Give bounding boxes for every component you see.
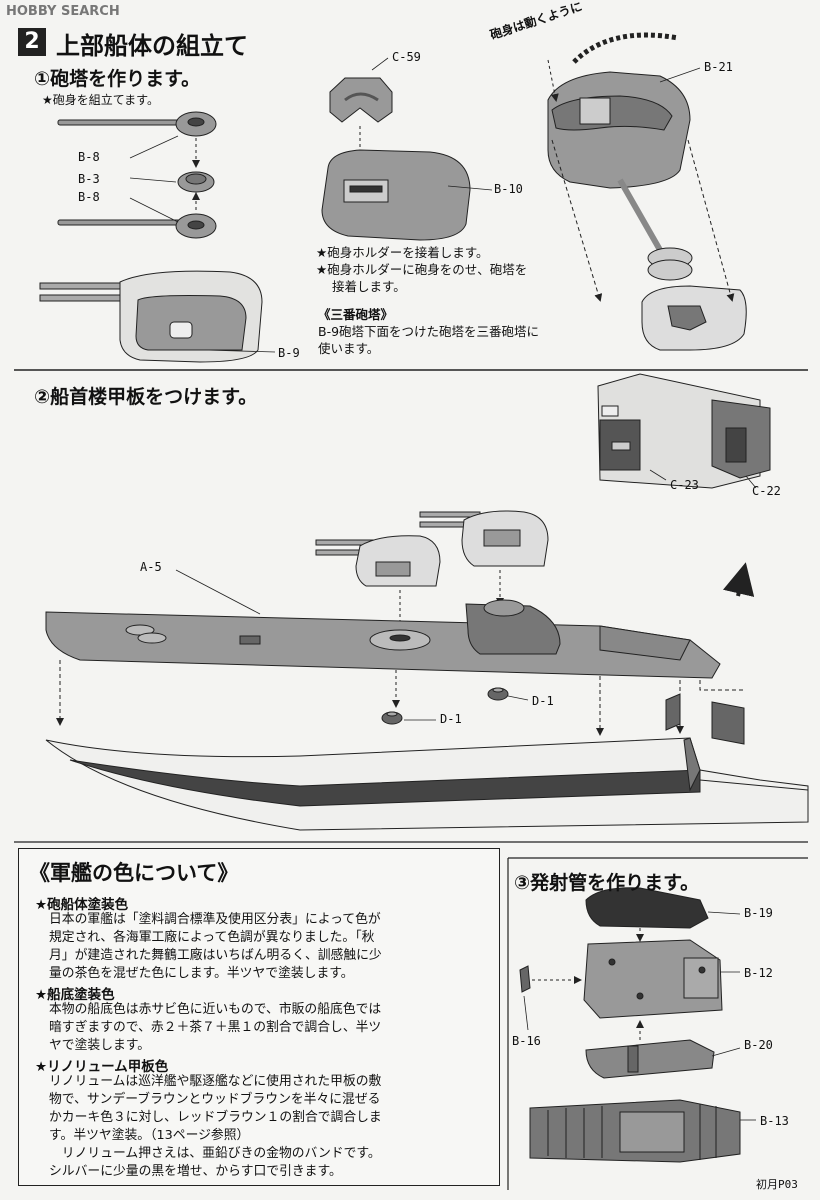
label-c23: C-23: [670, 478, 699, 492]
holder-note-2: ★砲身ホルダーに砲身をのせ、砲塔を: [316, 262, 528, 277]
label-b13: B-13: [760, 1114, 789, 1128]
linoleum-color-text: リノリュームは巡洋艦や駆逐艦などに使用された甲板の敷 物で、サンデーブラウンとウ…: [49, 1074, 382, 1179]
turret3-title: 《三番砲塔》: [318, 307, 394, 322]
label-b10: B-10: [494, 182, 523, 196]
part-d1-left: [381, 711, 403, 725]
watermark-text: HOBBY SEARCH: [6, 4, 120, 19]
bottom-color-text: 本物の船底色は赤サビ色に近いもので、市販の船底色では 暗すぎますので、赤２＋茶７…: [49, 1002, 382, 1053]
step2-title: ②船首楼甲板をつけます。: [34, 386, 258, 408]
label-b20: B-20: [744, 1038, 773, 1052]
step1-note-barrel: ★砲身を組立てます。: [42, 93, 159, 107]
label-c22: C-22: [752, 484, 781, 498]
deck-turret-1: [315, 535, 441, 587]
label-b3: B-3: [78, 172, 100, 186]
section-number: 2: [18, 28, 46, 56]
bottom-color-heading: ★船底塗装色: [35, 987, 115, 1003]
part-b19: [585, 887, 709, 929]
part-c22: [711, 399, 771, 479]
part-b13: [529, 1099, 741, 1163]
label-b19: B-19: [744, 906, 773, 920]
linoleum-color-heading: ★リノリューム甲板色: [35, 1059, 169, 1075]
paint-colors-box: 《軍艦の色について》 ★砲船体塗装色 日本の軍艦は「塗料調合標準及使用区分表」に…: [18, 848, 500, 1186]
part-d1-right: [487, 687, 509, 701]
turret-b21-assembly: [547, 71, 747, 351]
label-b9: B-9: [278, 346, 300, 360]
label-b8-top: B-8: [78, 150, 100, 164]
turret-b9: [39, 270, 263, 363]
section-title: 上部船体の組立て: [56, 32, 248, 60]
label-a5: A-5: [140, 560, 162, 574]
label-b12: B-12: [744, 966, 773, 980]
holder-c59: [329, 77, 393, 123]
label-d1-left: D-1: [440, 712, 462, 726]
hull: [45, 737, 809, 831]
part-b12: [583, 939, 723, 1019]
part-b16: [519, 965, 531, 993]
part-b3: [177, 171, 215, 193]
base-b10: [321, 149, 471, 241]
part-b20: [585, 1039, 715, 1079]
page-number: 初月P03: [756, 1178, 798, 1191]
turret3-line2: 使います。: [318, 341, 380, 356]
paint-colors-title: 《軍艦の色について》: [29, 861, 239, 885]
step3-title: ③発射管を作ります。: [514, 872, 700, 894]
deck-a5: [45, 599, 721, 679]
label-c59: C-59: [392, 50, 421, 64]
label-b8-bottom: B-8: [78, 190, 100, 204]
hull-color-text: 日本の軍艦は「塗料調合標準及使用区分表」によって色が 規定され、各海軍工廠によっ…: [49, 912, 382, 981]
barrel-part-b8-top: [57, 111, 217, 137]
hull-color-heading: ★砲船体塗装色: [35, 897, 129, 913]
holder-note-1: ★砲身ホルダーを接着します。: [316, 245, 489, 260]
watermark-logo: HOBBY SEARCH: [6, 4, 120, 19]
holder-note-3: 接着します。: [332, 279, 406, 294]
barrel-part-b8-bottom: [57, 213, 217, 239]
step1-title: ①砲塔を作ります。: [34, 68, 201, 90]
label-b16: B-16: [512, 1034, 541, 1048]
deck-turret-2: [419, 510, 549, 567]
label-b21: B-21: [704, 60, 733, 74]
side-parts: [665, 693, 745, 745]
turret3-line1: B-9砲塔下面をつけた砲塔を三番砲塔に: [318, 324, 540, 339]
label-d1-right: D-1: [532, 694, 554, 708]
